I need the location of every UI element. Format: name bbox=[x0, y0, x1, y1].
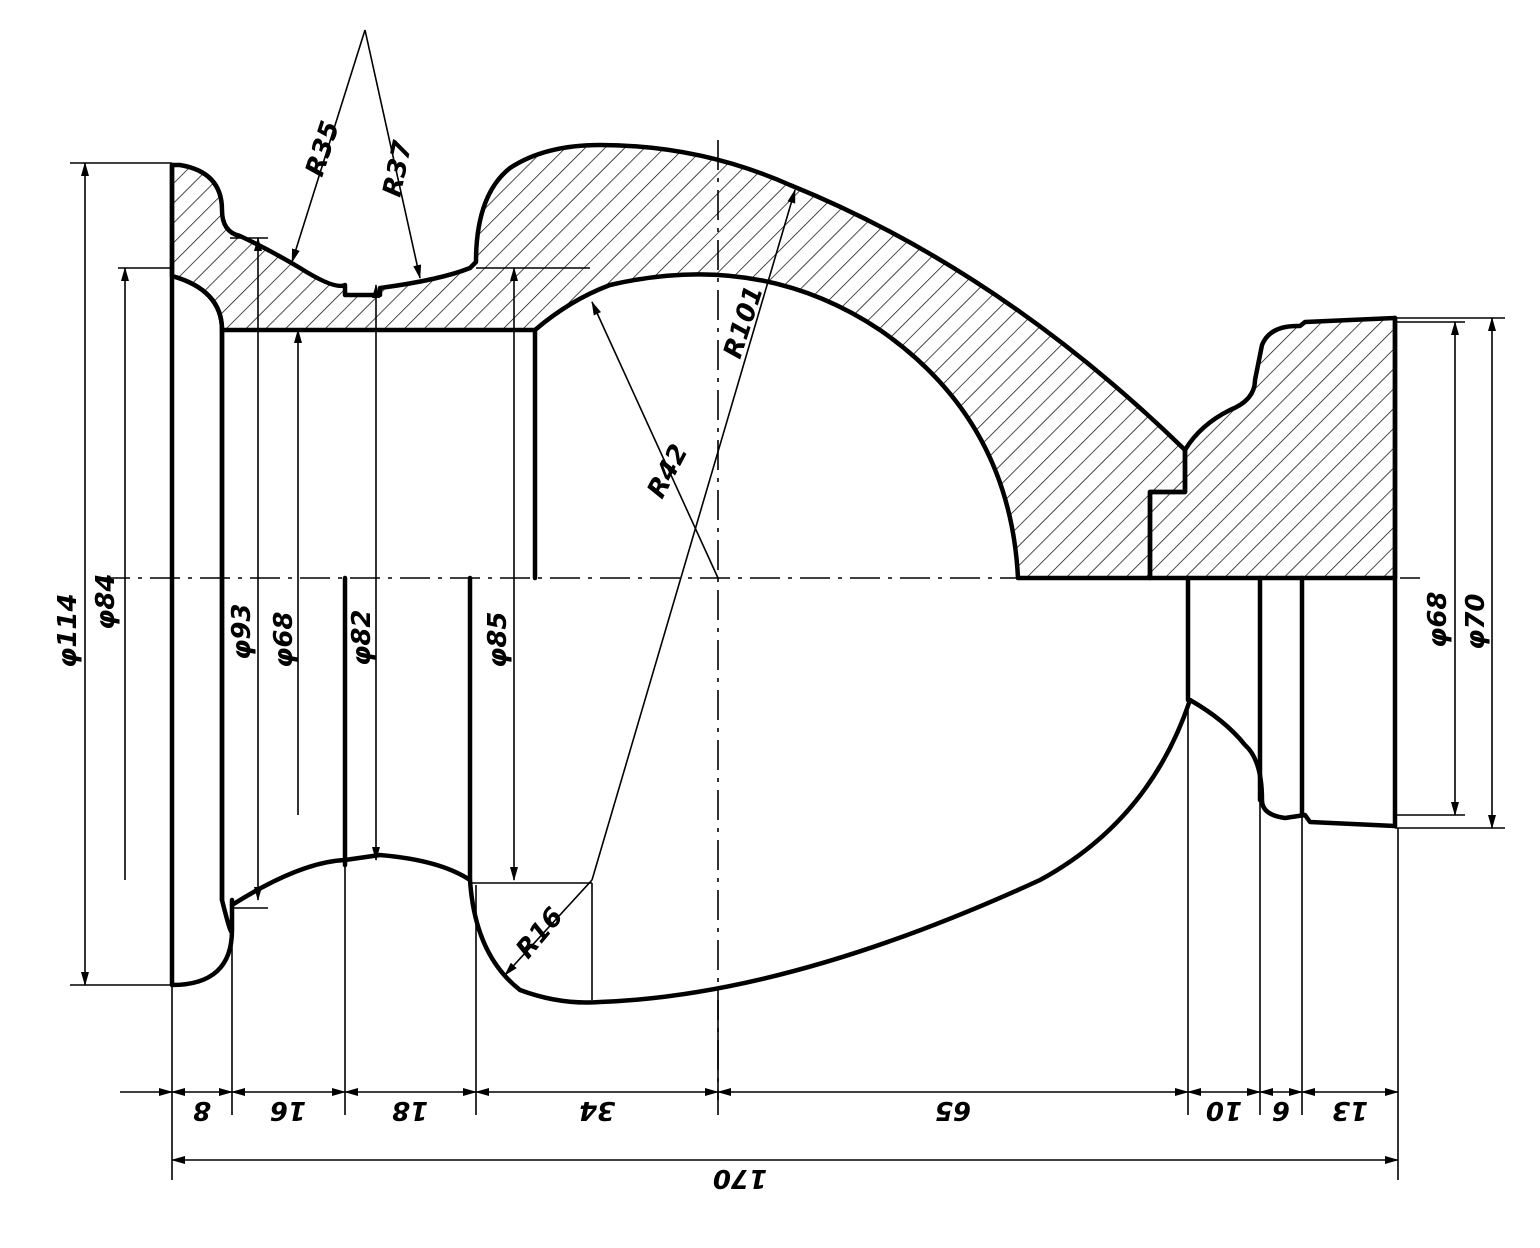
label-r37: R37 bbox=[378, 137, 419, 199]
r37-leader bbox=[364, 29, 422, 279]
section-hatch-right-collar bbox=[1147, 315, 1398, 581]
label-d93: φ93 bbox=[227, 603, 257, 660]
label-len-16: 16 bbox=[270, 1095, 306, 1125]
label-d85: φ85 bbox=[483, 611, 513, 668]
label-d68-left: φ68 bbox=[269, 611, 299, 668]
length-extension-lines bbox=[171, 700, 1399, 1180]
label-len-18: 18 bbox=[392, 1095, 428, 1125]
label-d70: φ70 bbox=[1461, 593, 1491, 650]
r42-leader bbox=[591, 301, 719, 579]
lower-outer-profile bbox=[229, 697, 1398, 1005]
label-total-170: 170 bbox=[713, 1163, 767, 1193]
label-r35: R35 bbox=[300, 117, 346, 180]
label-len-34: 34 bbox=[579, 1095, 615, 1125]
label-len-6: 6 bbox=[1272, 1095, 1290, 1125]
label-len-8: 8 bbox=[193, 1095, 211, 1125]
r35-leader bbox=[291, 29, 366, 263]
label-r16: R16 bbox=[510, 902, 569, 964]
section-hatch-left-ring bbox=[169, 142, 1188, 581]
r101-leader bbox=[591, 189, 796, 881]
label-len-13: 13 bbox=[1332, 1095, 1368, 1125]
label-r42: R42 bbox=[642, 440, 695, 504]
label-d82: φ82 bbox=[347, 609, 377, 666]
label-len-65: 65 bbox=[935, 1095, 971, 1125]
label-r101: R101 bbox=[718, 282, 769, 362]
label-len-10: 10 bbox=[1206, 1095, 1242, 1125]
label-d68-right: φ68 bbox=[1423, 591, 1453, 648]
label-d84: φ84 bbox=[91, 573, 121, 630]
r16-leader bbox=[504, 879, 593, 976]
label-d114: φ114 bbox=[53, 593, 83, 668]
